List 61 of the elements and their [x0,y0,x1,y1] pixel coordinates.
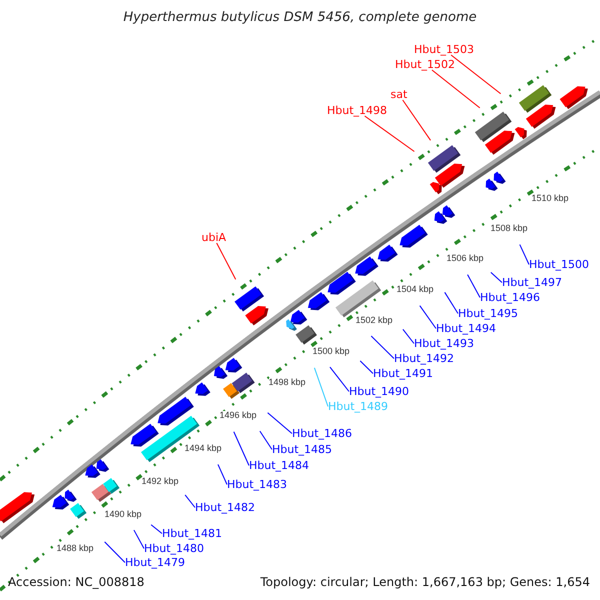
gene-label: ubiA [202,232,226,243]
scale-label: 1508 kbp [490,224,528,233]
gene-label: Hbut_1483 [227,479,288,490]
leader-line [104,541,126,563]
gene-label: Hbut_1503 [414,44,474,55]
gene-label: sat [390,89,408,100]
gene-label: Hbut_1498 [327,105,388,116]
scale-label: 1488 kbp [56,544,94,553]
leader-line [267,412,292,434]
gene-label: Hbut_1500 [529,259,590,270]
gene-label: Hbut_1495 [458,308,518,319]
scale-label: 1490 kbp [104,510,142,519]
gene-label: Hbut_1480 [144,543,204,554]
gene-label: Hbut_1492 [394,353,454,364]
leader-line [233,431,250,466]
accession-text: Accession: NC_008818 [8,576,144,588]
gene-label: Hbut_1491 [373,368,434,379]
leader-line [259,430,272,450]
scale-label: 1500 kbp [312,347,350,356]
scale-label: 1498 kbp [268,378,306,387]
leader-line [370,336,394,359]
genome-info-text: Topology: circular; Length: 1,667,163 bp; Genes: 1,654 [260,576,590,588]
leader-line [450,54,502,94]
leader-line [217,464,228,485]
gene-label: Hbut_1490 [349,386,410,397]
leader-line [467,274,480,298]
gene-label: Hbut_1489 [328,401,388,412]
gene-label: Hbut_1493 [414,338,474,349]
leader-line [216,242,236,280]
leader-line [184,494,196,508]
leader-line [360,360,374,374]
scale-label: 1510 kbp [532,194,569,203]
leader-line [490,272,502,283]
scale-label: 1502 kbp [356,316,393,325]
leader-line [419,305,436,329]
gene-label: Hbut_1484 [249,460,310,471]
leader-line [314,367,328,407]
leader-line [519,244,530,265]
scale-label: 1494 kbp [184,444,222,453]
gene-label: Hbut_1502 [395,59,456,70]
scale-label: 1504 kbp [396,285,434,294]
gene-label: Hbut_1494 [436,323,496,334]
gene-label: Hbut_1481 [162,528,222,539]
gene-label: Hbut_1486 [292,428,352,439]
scale-label: 1492 kbp [142,477,179,486]
diagram-title: Hyperthermus butylicus DSM 5456, complete genome [122,11,478,24]
leader-line [133,530,144,549]
leader-line [402,100,432,141]
leader-line [402,328,414,344]
gene-label: Hbut_1479 [125,557,186,568]
gene-label: Hbut_1485 [272,444,332,455]
leader-line [364,116,415,152]
leader-line [444,292,458,314]
leader-line [150,524,162,534]
gene-label: Hbut_1496 [480,292,540,303]
scale-label: 1496 kbp [220,411,257,420]
gene-label: Hbut_1482 [195,502,256,513]
gene-label: Hbut_1497 [502,277,562,288]
scale-label: 1506 kbp [446,254,484,263]
leader-line [431,70,480,108]
leader-line [329,366,350,392]
